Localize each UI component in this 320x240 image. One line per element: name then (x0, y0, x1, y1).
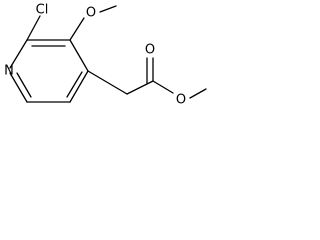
bond-ch2-carbonyl (126, 80, 154, 95)
atom-label-o-methoxy: O (86, 6, 96, 21)
atom-label-n: N (4, 64, 14, 79)
atom-label-cl: Cl (36, 3, 49, 18)
chemical-structure-diagram: Cl N O O O (4, 3, 207, 108)
atom-label-o-carbonyl: O (145, 43, 155, 58)
bond-n-c2 (9, 39, 28, 69)
atom-label-o-ester: O (176, 93, 186, 108)
bond-c3-c4 (69, 39, 89, 72)
bond-c3-o (69, 17, 85, 41)
bond-carbonyl-o-ester (152, 80, 174, 94)
bond-c4-ch2 (87, 70, 128, 95)
bond-o-ch3 (99, 5, 117, 13)
double-bond-c6-n (16, 72, 32, 98)
double-bond-c4-c5 (66, 71, 83, 98)
bond-c4-c5 (69, 70, 89, 103)
bond-o-methyl (189, 88, 207, 99)
bond-c6-n (9, 72, 28, 103)
bond-c2-cl (26, 15, 41, 41)
